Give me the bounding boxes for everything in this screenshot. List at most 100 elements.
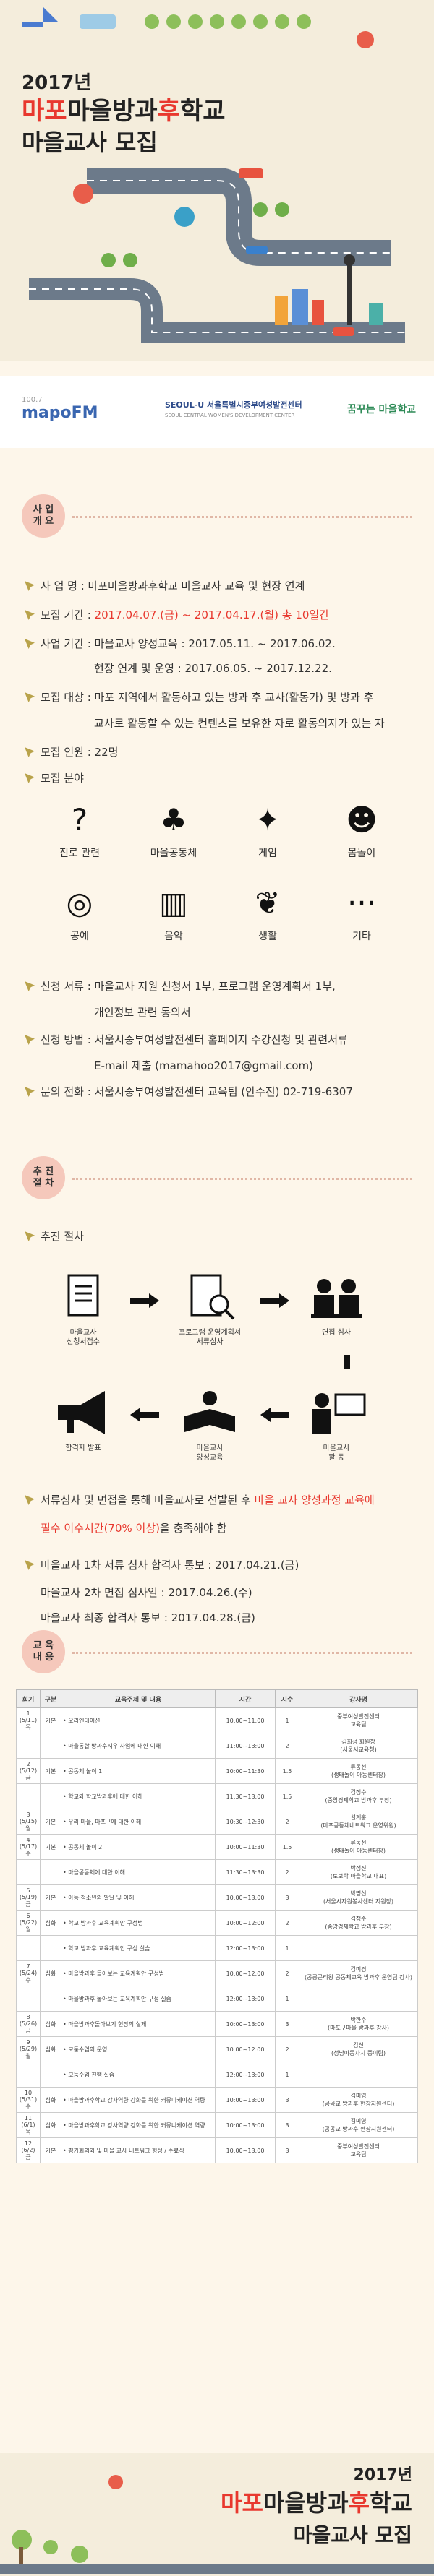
- table-cell: 류동선 (생태놀이 아동센터장): [299, 1758, 418, 1784]
- apply-method-text: 신청 방법 : 서울시중부여성발전센터 홈페이지 수강신청 및 관련서류: [41, 1033, 348, 1046]
- overview-item-count: 모집 인원 : 22명: [25, 744, 118, 759]
- table-cell: 3: [275, 2137, 299, 2163]
- table-cell: 기본: [40, 1707, 61, 1733]
- table-cell: • 학교 방과후 교육계획안 구성 실습: [61, 1935, 216, 1961]
- table-cell: 1.5: [275, 1758, 299, 1784]
- footer-title-end: 학교: [370, 2489, 412, 2517]
- table-cell: 12:00~13:00: [215, 2062, 276, 2088]
- table-cell: 2 (5/12) 금: [16, 1758, 41, 1784]
- apply-contact: 문의 전화 : 서울시중부여성발전센터 교육팀 (안수진) 02-719-630…: [25, 1084, 353, 1099]
- hero-title-end: 학교: [179, 97, 226, 126]
- xylophone-icon: ▥: [159, 885, 188, 921]
- overview-text: 모집 인원 : 22명: [41, 746, 119, 759]
- teacher-icon: [312, 1393, 366, 1434]
- table-cell: 김미경 (공릉곤리왕 공동체교육 방과후 운영팀 강사): [299, 1960, 418, 1986]
- table-cell: 3: [275, 1884, 299, 1911]
- table-header-row: 회기 구분 교육주제 및 내용 시간 시수 강사명: [16, 1689, 418, 1708]
- table-cell: 기본: [40, 1834, 61, 1860]
- table-cell: 3: [275, 2112, 299, 2138]
- table-cell: [16, 1986, 41, 2012]
- table-cell: 10:00~13:00: [215, 2112, 276, 2138]
- table-cell: 12:00~13:00: [215, 1935, 276, 1961]
- document-icon: [67, 1274, 99, 1317]
- sprout-icon: ❦: [255, 885, 281, 921]
- megaphone-icon: [58, 1391, 105, 1434]
- footer-title-red: 마포: [221, 2489, 263, 2517]
- table-cell: 1: [275, 2062, 299, 2088]
- hero-title-red1: 마포: [22, 97, 67, 126]
- process-heading-text: 추진 절차: [41, 1230, 84, 1243]
- field-label: 게임: [258, 848, 277, 859]
- field-label: 마을공동체: [150, 848, 197, 859]
- process-date-2: 마을교사 2차 면접 심사일 : 2017.04.26.(수): [41, 1586, 252, 1599]
- gamepad-icon: ✦: [255, 802, 281, 837]
- table-cell: [16, 1935, 41, 1961]
- person-icon: ?: [71, 802, 88, 837]
- table-cell: 김정수 (중앙경제학교 방과후 부장): [299, 1910, 418, 1936]
- overview-text: 사 업 명 : 마포마을방과후학교 마을교사 교육 및 현장 연계: [41, 580, 305, 593]
- process-note-post: 을 충족해야 함: [159, 1522, 227, 1535]
- table-cell: 7 (5/24) 수: [16, 1960, 41, 1986]
- col-header: 시수: [275, 1689, 299, 1708]
- overview-target-line2: 교사로 활동할 수 있는 컨텐츠를 보유한 자로 활동의지가 있는 자: [94, 717, 385, 730]
- table-cell: 기본: [40, 2137, 61, 2163]
- divider: [72, 516, 412, 518]
- table-cell: • 마을방과후학교 강사역량 강화를 위한 커뮤니케이션 역량: [61, 2112, 216, 2138]
- apply-method-line2: E-mail 제출 (mamahoo2017@gmail.com): [94, 1059, 313, 1072]
- arrow-right-icon: [130, 1293, 159, 1308]
- apply-method: 신청 방법 : 서울시중부여성발전센터 홈페이지 수강신청 및 관련서류: [25, 1032, 348, 1047]
- col-header: 시간: [215, 1689, 276, 1708]
- table-cell: 3 (5/15) 월: [16, 1809, 41, 1835]
- hero-title-mid: 마을방과: [67, 97, 158, 126]
- table-cell: • 평가회의와 및 마을 교사 네트워크 형성 / 수료식: [61, 2137, 216, 2163]
- interview-icon: [311, 1279, 362, 1318]
- table-cell: 6 (5/22) 월: [16, 1910, 41, 1936]
- overview-text: 모집 대상 : 마포 지역에서 활동하고 있는 방과 후 교사(활동가) 및 방…: [41, 691, 374, 704]
- footer-banner: 2017년 마포마을방과후학교 마을교사 모집: [0, 2453, 434, 2576]
- pin-icon: [25, 581, 35, 591]
- pin-icon: [25, 1087, 35, 1097]
- field-label: 공예: [70, 931, 89, 942]
- table-cell: 1.5: [275, 1834, 299, 1860]
- table-cell: 2: [275, 1910, 299, 1936]
- divider: [72, 1178, 412, 1180]
- col-header: 회기: [16, 1689, 41, 1708]
- step-label: 마을교사 양성교육: [196, 1444, 224, 1462]
- table-cell: 2: [275, 1859, 299, 1885]
- pin-icon: [25, 773, 35, 783]
- footer-illustration: [0, 2475, 434, 2574]
- table-cell: 10:00~12:00: [215, 1960, 276, 1986]
- table-cell: 기본: [40, 1809, 61, 1835]
- document-search-icon: [190, 1274, 235, 1320]
- table-cell: 11:30~13:30: [215, 1859, 276, 1885]
- overview-text: 모집 기간 :: [41, 608, 95, 621]
- step-label: 프로그램 운영계획서 서류심사: [179, 1329, 241, 1346]
- table-cell: • 마을통합 방과후지우 사업에 대한 이해: [61, 1733, 216, 1759]
- table-cell: 10 (5/31) 수: [16, 2087, 41, 2113]
- table-cell: [40, 1733, 61, 1759]
- table-cell: 12:00~13:00: [215, 1986, 276, 2012]
- hero-subtitle: 마을교사 모집: [22, 129, 158, 156]
- table-cell: [16, 1733, 41, 1759]
- step-label: 마을교사 활 동: [323, 1444, 350, 1462]
- table-cell: 설계홍 (마포공동체네트워크 운영위원): [299, 1809, 418, 1835]
- pin-icon: [25, 610, 35, 620]
- table-cell: [40, 1986, 61, 2012]
- hero-year: 2017년: [22, 72, 92, 94]
- field-label: 몸놀이: [347, 848, 376, 859]
- table-cell: 10:00~11:30: [215, 1834, 276, 1860]
- table-cell: [16, 2062, 41, 2088]
- overview-item-target: 모집 대상 : 마포 지역에서 활동하고 있는 방과 후 교사(활동가) 및 방…: [25, 689, 373, 705]
- table-cell: 5 (5/19) 금: [16, 1884, 41, 1911]
- field-label: 생활: [258, 931, 277, 942]
- table-cell: 기본: [40, 1884, 61, 1911]
- table-cell: 10:00~11:30: [215, 1758, 276, 1784]
- mapofm-text: mapoFM: [22, 404, 98, 422]
